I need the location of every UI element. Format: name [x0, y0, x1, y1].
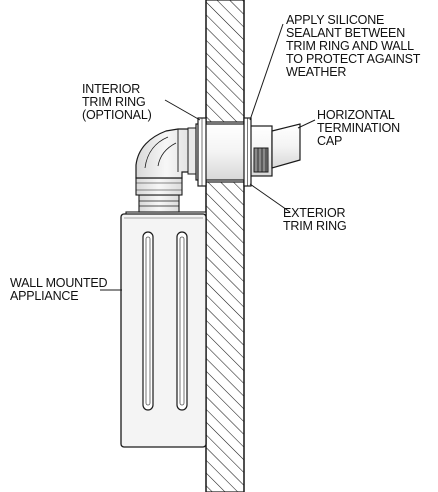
wall-mounted-appliance — [120, 211, 207, 448]
exterior-trim-ring — [243, 117, 252, 187]
leader-exterior-trim-ring — [249, 183, 291, 213]
horizontal-termination-cap — [253, 123, 301, 176]
interior-trim-ring-label: INTERIOR TRIM RING (OPTIONAL) — [82, 82, 152, 122]
vent-elbow — [135, 127, 197, 179]
leader-interior-trim-ring — [164, 99, 201, 121]
leader-sealant — [249, 23, 284, 121]
wall — [205, 0, 245, 492]
sealant-note-label: APPLY SILICONE SEALANT BETWEEN TRIM RING… — [286, 13, 421, 79]
appliance-flue-collar — [135, 177, 183, 213]
leader-termination-cap — [297, 119, 316, 129]
appliance-label: WALL MOUNTED APPLIANCE — [10, 276, 108, 303]
interior-trim-ring — [197, 117, 207, 187]
exterior-trim-ring-label: EXTERIOR TRIM RING — [283, 206, 347, 233]
leader-lines — [100, 23, 316, 291]
termination-cap-label: HORIZONTAL TERMINATION CAP — [317, 108, 400, 148]
